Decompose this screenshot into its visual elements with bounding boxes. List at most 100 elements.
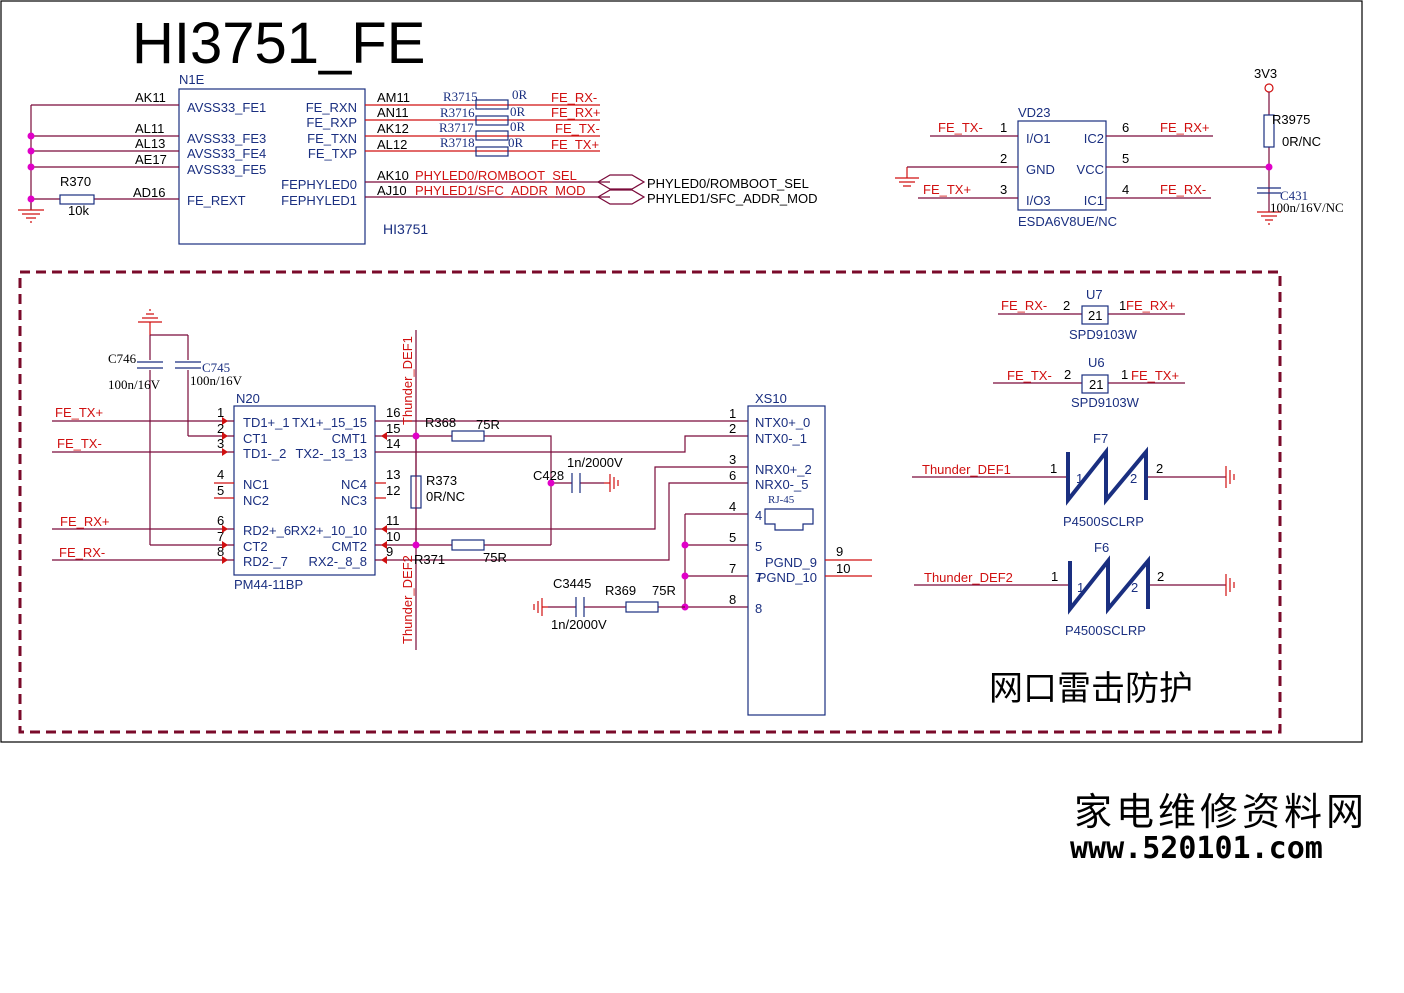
pin-num: 3 (217, 436, 224, 451)
rj45-pin: NTX0-_1 (755, 431, 807, 446)
spd-u6: U6 SPD9103W FE_TX- FE_TX+ 2 1 21 (993, 355, 1185, 410)
res-ref: R3975 (1272, 112, 1310, 127)
spd-ref: U7 (1086, 287, 1103, 302)
net-label: FE_TX+ (1131, 368, 1179, 383)
r373-val: 0R/NC (426, 489, 465, 504)
res-ref: R3718 (440, 135, 475, 150)
pin-num: 7 (217, 529, 224, 544)
pin-num: 2 (1156, 461, 1163, 476)
res-val: 0R (510, 119, 526, 134)
pin-num: 1 (1119, 298, 1126, 313)
xfmr-pin: TD1-_2 (243, 446, 286, 461)
pin-num: 4 (1122, 182, 1129, 197)
pin-num: 2 (1157, 569, 1164, 584)
xfmr-pin: RD2-_7 (243, 554, 288, 569)
rj45-label: RJ-45 (768, 494, 795, 506)
cap-ref: C431 (1280, 188, 1308, 203)
esd-pin: GND (1026, 162, 1055, 177)
xfmr-pin: NC3 (341, 493, 367, 508)
pin-num: 3 (729, 452, 736, 467)
net-label: Thunder_DEF1 (922, 462, 1011, 477)
rj45-pin: NTX0+_0 (755, 415, 810, 430)
rj45-pin: NRX0+_2 (755, 462, 812, 477)
middle-network: R368 75R R373 0R/NC R371 75R Thunder_DEF… (375, 330, 748, 650)
pin-num: 2 (1131, 580, 1138, 595)
net-label: FE_TX+ (923, 182, 971, 197)
pin-num: 3 (1000, 182, 1007, 197)
pin-num: 1 (1076, 471, 1083, 486)
xfmr-part: PM44-11BP (234, 577, 303, 592)
res-ref: R3715 (443, 89, 478, 104)
r370-ref: R370 (60, 174, 91, 189)
rj45-port-icon (764, 508, 814, 531)
r370-val: 10k (68, 203, 89, 218)
c428-ref: C428 (533, 468, 564, 483)
pin-num: 10 (386, 529, 400, 544)
spd-part: SPD9103W (1069, 327, 1138, 342)
pin-num: 9 (836, 544, 843, 559)
transformer-n20: N20 PM44-11BP TD1+_1 CT1 TD1-_2 NC1 NC2 … (52, 309, 400, 592)
tvs-f7: F7 P4500SCLRP Thunder_DEF1 1 2 1 2 (912, 431, 1235, 529)
res-ref: R3716 (440, 105, 475, 120)
xfmr-pin: RD2+_6 (243, 523, 291, 538)
pin-num: 5 (1122, 151, 1129, 166)
ic-pin-label: FEPHYLED1 (281, 193, 357, 208)
spd-part: SPD9103W (1071, 395, 1140, 410)
pin-num: 13 (386, 467, 400, 482)
spd-u7: U7 SPD9103W FE_RX- FE_RX+ 2 1 21 (998, 287, 1185, 342)
tvs-ref: F6 (1094, 540, 1109, 555)
cap-ref: C745 (202, 360, 230, 375)
page-title: HI3751_FE (132, 11, 425, 76)
ball-label: AK11 (135, 90, 166, 105)
ball-label: AE17 (135, 152, 167, 167)
pin-num: 9 (386, 544, 393, 559)
ball-label: AN11 (377, 105, 409, 120)
tvs-part: P4500SCLRP (1065, 623, 1146, 638)
net-label: FE_TX- (1007, 368, 1052, 383)
pin-num: 10 (836, 561, 850, 576)
c3445-val: 1n/2000V (551, 617, 607, 632)
pin-num: 8 (729, 592, 736, 607)
r369-val: 75R (652, 583, 676, 598)
res-val: 0R (510, 104, 526, 119)
ic-pin-label: FE_RXN (306, 100, 357, 115)
rj45-pin: PGND_10 (758, 570, 817, 585)
r368-val: 75R (476, 417, 500, 432)
ic-pin-label: FE_TXN (307, 131, 357, 146)
net-label: FE_RX+ (60, 514, 110, 529)
r371-ref: R371 (414, 552, 445, 567)
xfmr-pin: RX2-_8_8 (308, 554, 367, 569)
ball-label: AL11 (135, 121, 164, 136)
ball-label: AK10 (377, 168, 409, 183)
protection-region (18, 270, 1282, 734)
pin-num: 1 (217, 405, 224, 420)
net-label: FE_TX+ (551, 137, 599, 152)
ic-pin-label: AVSS33_FE1 (187, 100, 266, 115)
xfmr-pin: TX1+_15_15 (292, 415, 367, 430)
pin-num: 4 (217, 467, 224, 482)
ic-pin-label: FE_REXT (187, 193, 246, 208)
ball-label: AJ10 (377, 183, 407, 198)
xfmr-pin: CMT1 (332, 431, 367, 446)
esd-pin: I/O1 (1026, 131, 1051, 146)
sheet-frame (0, 0, 1363, 743)
watermark-url: www.520101.com (1070, 831, 1323, 866)
xfmr-pin: NC2 (243, 493, 269, 508)
esd-vd23: VD23 ESDA6V8UE/NC I/O1 GND I/O3 IC2 VCC … (895, 66, 1344, 229)
esd-ref: VD23 (1018, 105, 1051, 120)
cap-val: 100n/16V (108, 377, 161, 392)
ic-pin-label: AVSS33_FE5 (187, 162, 266, 177)
net-label: FE_TX- (938, 120, 983, 135)
xfmr-pin: CMT2 (332, 539, 367, 554)
rj45-pin: 4 (755, 508, 762, 523)
pin-num: 5 (217, 483, 224, 498)
pin-num: 2 (217, 421, 224, 436)
spd-ref: U6 (1088, 355, 1105, 370)
r373-ref: R373 (426, 473, 457, 488)
pin-num: 12 (386, 483, 400, 498)
top-left-wires: R370 10k (18, 104, 179, 223)
ic-pin-label: AVSS33_FE4 (187, 146, 266, 161)
esd-part: ESDA6V8UE/NC (1018, 214, 1117, 229)
cap-ref: C746 (108, 351, 137, 366)
